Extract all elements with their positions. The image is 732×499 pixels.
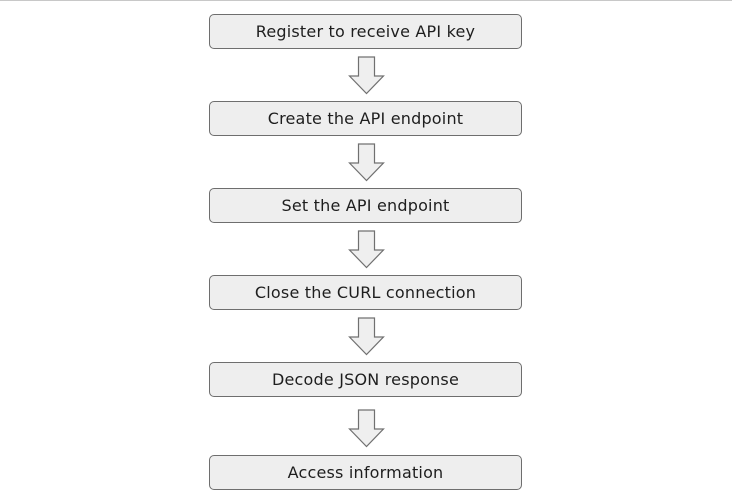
top-divider <box>0 0 732 1</box>
down-arrow-icon <box>348 230 385 269</box>
down-arrow-icon <box>348 56 385 95</box>
step-label: Close the CURL connection <box>254 283 477 302</box>
step-label: Register to receive API key <box>255 22 476 41</box>
step-register-api-key: Register to receive API key <box>209 14 522 49</box>
down-arrow-icon <box>348 143 385 182</box>
step-set-endpoint: Set the API endpoint <box>209 188 522 223</box>
step-decode-json: Decode JSON response <box>209 362 522 397</box>
step-label: Set the API endpoint <box>281 196 450 215</box>
step-label: Create the API endpoint <box>267 109 464 128</box>
step-label: Access information <box>287 463 444 482</box>
step-access-information: Access information <box>209 455 522 490</box>
step-label: Decode JSON response <box>271 370 460 389</box>
down-arrow-icon <box>348 317 385 356</box>
step-close-curl: Close the CURL connection <box>209 275 522 310</box>
step-create-endpoint: Create the API endpoint <box>209 101 522 136</box>
down-arrow-icon <box>348 409 385 448</box>
